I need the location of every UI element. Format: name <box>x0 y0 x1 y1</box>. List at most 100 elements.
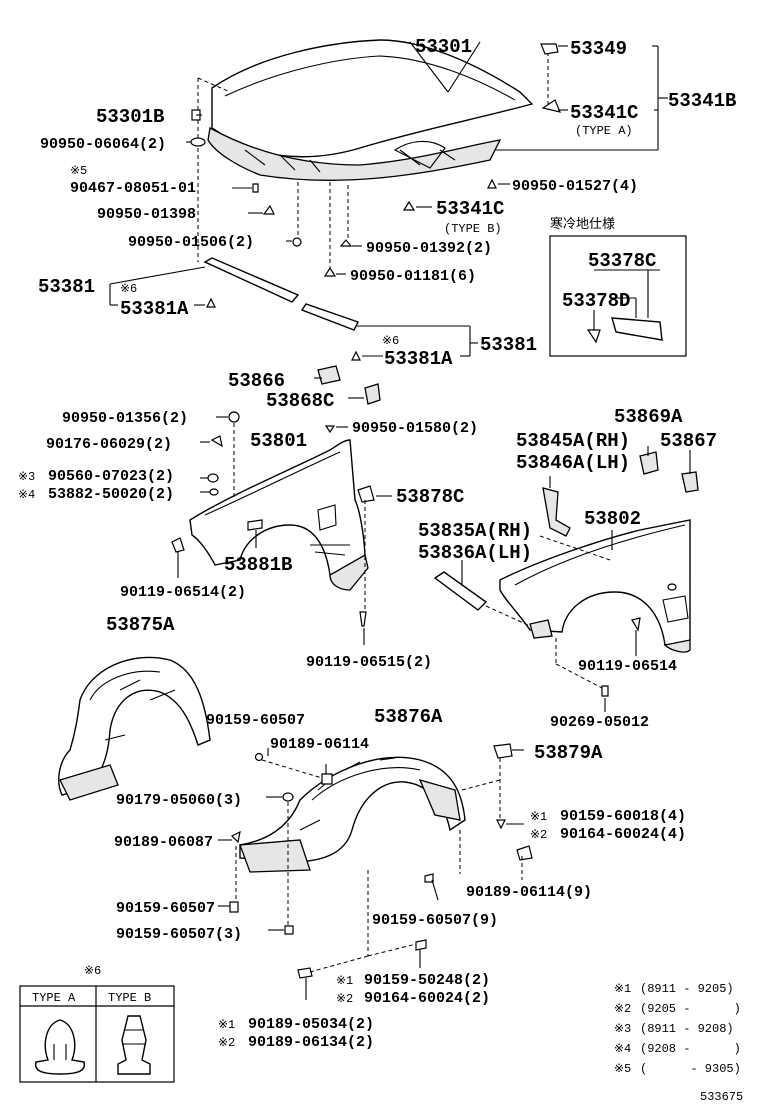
hood-weatherstrip-left[interactable] <box>203 257 300 303</box>
label-90950-01527: 90950-01527(4) <box>512 178 638 195</box>
footnote-list: ※1 (8911 - 9205) ※2 (9205 - ) ※3 (8911 -… <box>614 982 741 1076</box>
label-90159-60507-d: 90159-60507(3) <box>116 926 242 943</box>
label-90164-60024-b: 90164-60024(2) <box>364 990 490 1007</box>
label-90119-06514-2: 90119-06514(2) <box>120 584 246 601</box>
label-53866: 53866 <box>228 370 285 392</box>
label-53846A: 53846A(LH) <box>516 452 630 474</box>
label-cold-spec: 寒冷地仕様 <box>550 216 615 232</box>
label-53378D: 53378D <box>562 290 630 312</box>
label-53879A: 53879A <box>534 742 603 764</box>
footnote-range: ( - 9305) <box>640 1062 741 1076</box>
hood-panel[interactable] <box>207 39 534 181</box>
label-53381A-left: 53381A <box>120 298 189 320</box>
label-53378C: 53378C <box>588 250 656 272</box>
label-90950-01580: 90950-01580(2) <box>352 420 478 437</box>
note-3: ※3 <box>18 470 35 484</box>
label-53878C: 53878C <box>396 486 464 508</box>
note-1c: ※1 <box>218 1018 235 1032</box>
hood-lock-bracket-icon[interactable] <box>317 365 341 385</box>
label-90189-06114-a: 90189-06114 <box>270 736 369 753</box>
footnote-mark: ※3 <box>614 1022 631 1036</box>
label-53881B: 53881B <box>224 554 292 576</box>
figure-id: 533675 <box>700 1090 743 1104</box>
label-90159-60507-b: 90159-60507 <box>116 900 215 917</box>
label-53869A: 53869A <box>614 406 683 428</box>
label-53381-left: 53381 <box>38 276 95 298</box>
fender-brackets-right[interactable] <box>433 451 699 697</box>
footnote-mark: ※2 <box>614 1002 631 1016</box>
label-90119-06515: 90119-06515(2) <box>306 654 432 671</box>
label-53301: 53301 <box>415 36 472 58</box>
front-fender-right[interactable] <box>499 519 691 653</box>
clip-type-table <box>19 985 175 1083</box>
label-53867: 53867 <box>660 430 717 452</box>
label-53341B: 53341B <box>668 90 736 112</box>
label-90189-06134: 90189-06134(2) <box>248 1034 374 1051</box>
label-53341C-type-b: 53341C <box>436 198 504 220</box>
label-90119-06514: 90119-06514 <box>578 658 677 675</box>
label-90950-01398: 90950-01398 <box>97 206 196 223</box>
label-53845A: 53845A(RH) <box>516 430 630 452</box>
label-53802: 53802 <box>584 508 641 530</box>
cold-spec-box <box>549 235 687 357</box>
fender-small-parts-left[interactable] <box>171 411 375 627</box>
label-53835A: 53835A(RH) <box>418 520 532 542</box>
clip-type-b-icon <box>117 1015 151 1075</box>
label-53341C-type-a: 53341C <box>570 102 638 124</box>
label-90950-01181: 90950-01181(6) <box>350 268 476 285</box>
label-53868C: 53868C <box>266 390 334 412</box>
label-53801: 53801 <box>250 430 307 452</box>
note-1b: ※1 <box>336 974 353 988</box>
note-6a: ※6 <box>120 282 137 296</box>
hood-weatherstrip-right[interactable] <box>300 303 359 331</box>
label-53875A: 53875A <box>106 614 175 636</box>
label-type-a: (TYPE A) <box>575 124 633 138</box>
label-90164-60024-a: 90164-60024(4) <box>560 826 686 843</box>
label-53836A: 53836A(LH) <box>418 542 532 564</box>
note-2c: ※2 <box>218 1036 235 1050</box>
label-90176-06029: 90176-06029(2) <box>46 436 172 453</box>
note-6c: ※6 <box>84 964 101 978</box>
label-90950-01392: 90950-01392(2) <box>366 240 492 257</box>
label-90189-05034: 90189-05034(2) <box>248 1016 374 1033</box>
note-6b: ※6 <box>382 334 399 348</box>
note-5: ※5 <box>70 164 87 178</box>
label-90560-07023: 90560-07023(2) <box>48 468 174 485</box>
label-53381A-right: 53381A <box>384 348 453 370</box>
label-90189-06114-b: 90189-06114(9) <box>466 884 592 901</box>
note-2b: ※2 <box>336 992 353 1006</box>
label-53381-right: 53381 <box>480 334 537 356</box>
hood-support-clip-icon[interactable] <box>540 43 559 55</box>
note-2a: ※2 <box>530 828 547 842</box>
label-90189-06087: 90189-06087 <box>114 834 213 851</box>
clip-type-a-icon <box>34 1019 86 1075</box>
label-90950-01356: 90950-01356(2) <box>62 410 188 427</box>
label-53301B: 53301B <box>96 106 164 128</box>
label-type-b: (TYPE B) <box>444 222 502 236</box>
table-header-type-b: TYPE B <box>108 991 151 1005</box>
fender-liner-right[interactable] <box>239 756 466 873</box>
label-90950-06064: 90950-06064(2) <box>40 136 166 153</box>
label-90159-50248: 90159-50248(2) <box>364 972 490 989</box>
hood-cushion-icon[interactable] <box>541 99 562 113</box>
label-90467-08051: 90467-08051-01 <box>70 180 196 197</box>
note-4: ※4 <box>18 488 35 502</box>
cold-spec-parts-icon[interactable] <box>586 317 663 344</box>
label-90179-05060: 90179-05060(3) <box>116 792 242 809</box>
fender-liner-left[interactable] <box>58 656 211 801</box>
liner-fasteners[interactable] <box>229 743 533 979</box>
footnote-mark: ※4 <box>614 1042 631 1056</box>
footnote-range: (8911 - 9205) <box>640 982 734 996</box>
label-90269-05012: 90269-05012 <box>550 714 649 731</box>
hood-bracket-icon[interactable] <box>364 383 381 405</box>
label-53882-50020: 53882-50020(2) <box>48 486 174 503</box>
label-90950-01506: 90950-01506(2) <box>128 234 254 251</box>
label-90159-60507-c: 90159-60507(9) <box>372 912 498 929</box>
label-53349: 53349 <box>570 38 627 60</box>
footnote-range: (8911 - 9208) <box>640 1022 734 1036</box>
footnote-range: (9208 - ) <box>640 1042 741 1056</box>
front-fender-left[interactable] <box>189 439 369 591</box>
label-53876A: 53876A <box>374 706 443 728</box>
footnote-range: (9205 - ) <box>640 1002 741 1016</box>
